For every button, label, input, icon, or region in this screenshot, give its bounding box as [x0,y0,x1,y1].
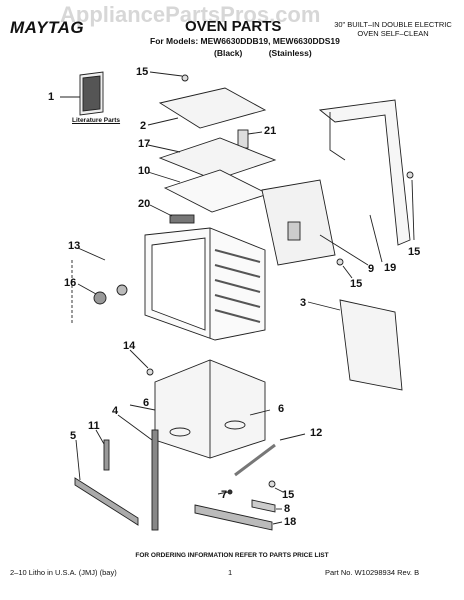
part-hardware [194,480,284,531]
part-bracket [95,429,110,471]
callout-6-left: 6 [143,397,150,409]
callout-14: 14 [123,340,136,352]
callout-4: 4 [112,405,119,417]
part-screw-mid [336,258,353,279]
part-insulation [147,137,277,181]
part-oven-cavity [144,227,266,341]
page-number: 1 [228,568,233,577]
callout-12: 12 [310,427,323,439]
model-variants: (Black) (Stainless) [214,48,312,58]
callout-6-right: 6 [278,403,285,415]
part-top-panel [147,87,267,129]
callout-21: 21 [264,125,277,137]
part-knobs [71,247,128,325]
litho-info: 2–10 Litho in U.S.A. (JMJ) (bay) [10,568,117,577]
model-numbers: For Models: MEW6630DDB19, MEW6630DDS19 [150,36,340,46]
callout-17: 17 [138,138,151,150]
part-switch [149,204,195,224]
callout-16: 16 [64,277,77,289]
callout-15-top: 15 [136,66,149,78]
part-rail [234,433,306,477]
part-number: Part No. W10298934 Rev. B [325,568,420,577]
part-vertical-strip [117,414,159,531]
callout-15-bottom: 15 [282,489,295,501]
callout-13: 13 [68,240,81,252]
part-plate [147,169,270,213]
callout-10: 10 [138,165,151,177]
part-vent [237,129,263,149]
ordering-note: FOR ORDERING INFORMATION REFER TO PARTS … [135,552,329,559]
watermark: AppliancePartsPros.com [60,2,321,27]
callout-2: 2 [140,120,147,132]
callout-7: 7 [221,489,228,501]
callout-15-mid: 15 [350,278,363,290]
part-rear-panel [261,179,369,266]
callout-5: 5 [70,430,77,442]
part-side-panel [307,299,403,391]
part-screw-right [406,171,415,241]
part-literature [60,71,104,116]
callout-18: 18 [284,516,297,528]
callout-20: 20 [138,198,151,210]
page-title: OVEN PARTS [185,18,282,35]
literature-parts-label: Literature Parts [72,117,121,124]
callout-1: 1 [48,91,55,103]
part-screw-top [149,71,189,82]
callout-19: 19 [384,262,397,274]
callout-3: 3 [300,297,307,309]
part-wrapper [318,99,411,263]
part-bottom-trim [74,439,139,526]
brand-logo: MAYTAG [10,18,85,37]
callout-8: 8 [284,503,291,515]
part-screw-left [129,349,154,376]
callout-11: 11 [88,420,100,432]
callout-9: 9 [368,263,375,275]
product-description: 30" BUILT–IN DOUBLE ELECTRIC OVEN SELF–C… [334,20,452,38]
callout-15-right: 15 [408,246,421,258]
